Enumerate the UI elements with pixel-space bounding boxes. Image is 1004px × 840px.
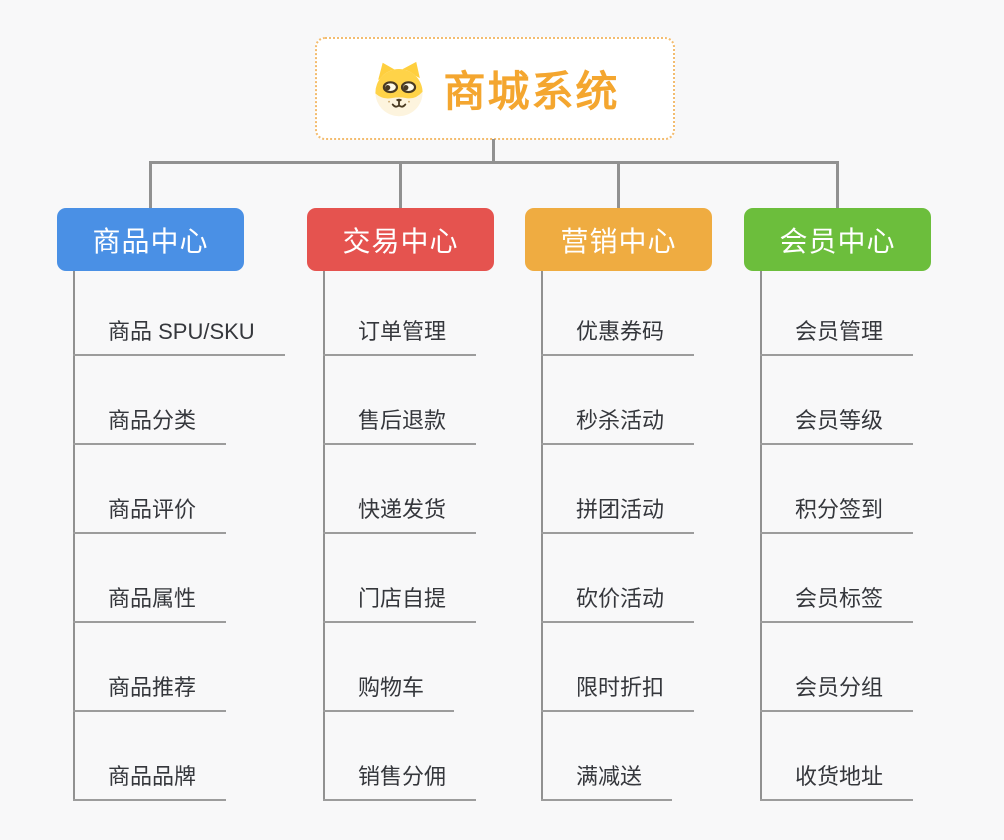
leaf-node[interactable]: 商品分类 [73, 406, 227, 445]
connector-root-stem [492, 139, 495, 163]
branch-header-3[interactable]: 会员中心 [744, 208, 931, 271]
branch-trunk-line [541, 271, 543, 801]
leaf-node[interactable]: 砍价活动 [541, 584, 695, 623]
leaf-node[interactable]: 购物车 [323, 673, 455, 712]
leaf-node[interactable]: 满减送 [541, 762, 673, 801]
leaf-node[interactable]: 商品 SPU/SKU [73, 317, 285, 356]
doge-face-icon [375, 61, 424, 116]
branch-label: 会员中心 [779, 225, 896, 257]
leaf-node[interactable]: 拼团活动 [541, 495, 695, 534]
leaf-node[interactable]: 积分签到 [760, 495, 914, 534]
leaf-node[interactable]: 会员分组 [760, 673, 914, 712]
connector-branch-drop [836, 161, 839, 208]
connector-branch-drop [617, 161, 620, 208]
leaf-node[interactable]: 优惠券码 [541, 317, 695, 356]
connector-branch-drop [399, 161, 402, 208]
leaf-node[interactable]: 售后退款 [323, 406, 477, 445]
leaf-node[interactable]: 会员管理 [760, 317, 914, 356]
branch-trunk-line [760, 271, 762, 801]
leaf-node[interactable]: 商品推荐 [73, 673, 227, 712]
leaf-node[interactable]: 门店自提 [323, 584, 477, 623]
leaf-node[interactable]: 商品品牌 [73, 762, 227, 801]
branch-trunk-line [73, 271, 75, 801]
leaf-node[interactable]: 会员标签 [760, 584, 914, 623]
leaf-node[interactable]: 限时折扣 [541, 673, 695, 712]
branch-label: 营销中心 [560, 225, 677, 257]
leaf-node[interactable]: 快递发货 [323, 495, 477, 534]
leaf-node[interactable]: 秒杀活动 [541, 406, 695, 445]
root-title: 商城系统 [443, 68, 620, 115]
branch-header-2[interactable]: 营销中心 [525, 208, 712, 271]
leaf-node[interactable]: 收货地址 [760, 762, 914, 801]
branch-header-0[interactable]: 商品中心 [57, 208, 244, 271]
branch-trunk-line [323, 271, 325, 801]
leaf-node[interactable]: 商品评价 [73, 495, 227, 534]
branch-label: 商品中心 [92, 225, 209, 257]
leaf-node[interactable]: 会员等级 [760, 406, 914, 445]
leaf-node[interactable]: 商品属性 [73, 584, 227, 623]
connector-branch-drop [149, 161, 152, 208]
branch-label: 交易中心 [342, 225, 459, 257]
branch-header-1[interactable]: 交易中心 [307, 208, 494, 271]
leaf-node[interactable]: 订单管理 [323, 317, 477, 356]
connector-horizontal-bar [149, 161, 839, 164]
root-node[interactable]: 商城系统 [315, 37, 675, 140]
leaf-node[interactable]: 销售分佣 [323, 762, 477, 801]
